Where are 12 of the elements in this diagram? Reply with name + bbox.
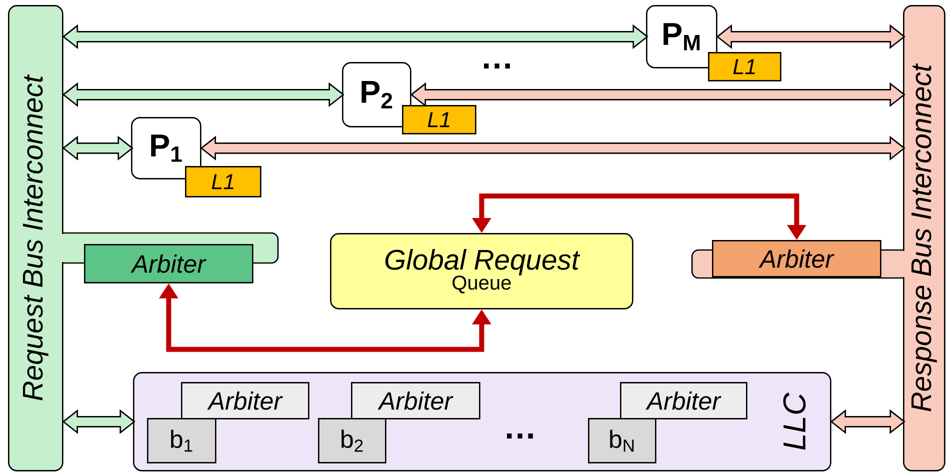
arbiter-box: Arbiter — [620, 382, 748, 420]
arbiter-box: Arbiter — [181, 382, 310, 420]
arbiter-box: Arbiter — [712, 240, 882, 278]
ellipsis: … — [484, 64, 510, 68]
queue-box: Global Request Queue — [330, 233, 634, 310]
ellipsis: … — [507, 434, 533, 438]
bank-box: b$_{1}$ — [147, 418, 216, 464]
processor-box: P$_{M}$ — [646, 5, 718, 68]
processor-box: P$_{2}$ — [342, 62, 412, 128]
arbiter-box: Arbiter — [351, 382, 480, 420]
arbiter-box: Arbiter — [84, 244, 254, 284]
cache-box: L1 — [402, 105, 476, 134]
